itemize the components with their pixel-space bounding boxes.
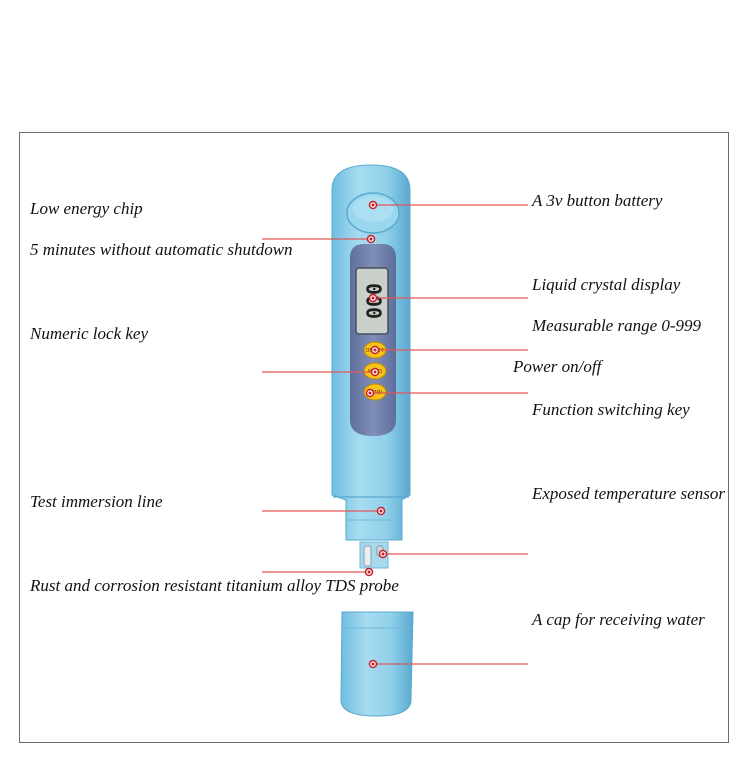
label-power: Power on/off <box>513 357 602 376</box>
label-tds-probe: Rust and corrosion resistant titanium al… <box>30 576 399 595</box>
label-measurable-range: Measurable range 0-999 <box>532 316 702 335</box>
label-numeric-lock-key: Numeric lock key <box>30 324 148 343</box>
marker-dots <box>364 200 388 669</box>
leader-lines <box>262 204 528 665</box>
label-low-energy-chip: Low energy chip <box>30 199 143 218</box>
label-function-key: Function switching key <box>532 400 690 419</box>
label-lcd: Liquid crystal display <box>532 275 681 294</box>
diagram-frame <box>19 132 729 743</box>
label-auto-shutdown: 5 minutes without automatic shutdown <box>30 240 293 259</box>
label-button-battery: A 3v button battery <box>532 191 663 210</box>
battery-cap <box>346 192 400 234</box>
label-temp-sensor: Exposed temperature sensor <box>532 484 725 503</box>
label-water-cap: A cap for receiving water <box>532 610 705 629</box>
label-test-immersion-line: Test immersion line <box>30 492 163 511</box>
